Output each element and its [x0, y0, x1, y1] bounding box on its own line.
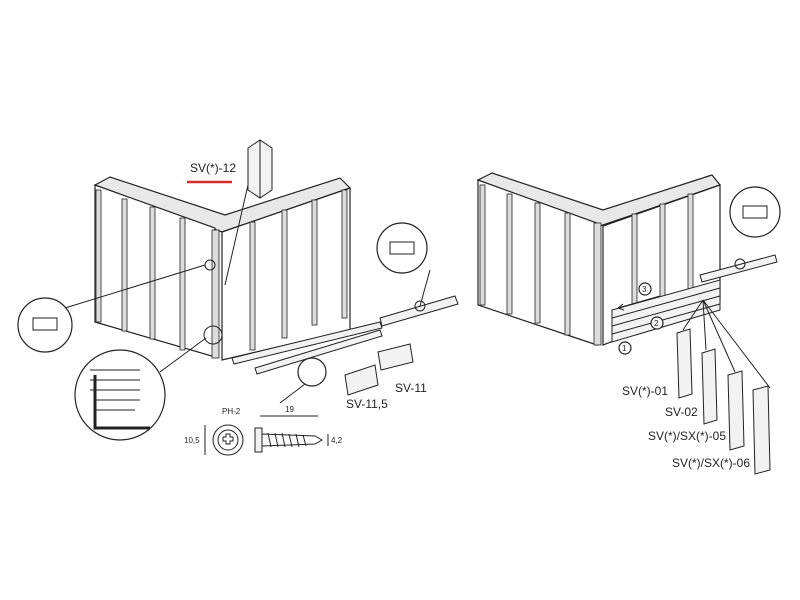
label-panel-01: SV(*)-01 [622, 384, 668, 398]
panel-02 [701, 348, 718, 425]
label-head-diameter: 10,5 [184, 436, 200, 445]
part-sv-11 [377, 343, 414, 371]
label-panel-05: SV(*)/SX(*)-05 [648, 429, 726, 443]
detail-callout-left-top [17, 264, 206, 353]
left-building [93, 176, 352, 361]
detail-callout-wood [74, 337, 207, 441]
part-sv-11-5 [344, 364, 379, 396]
panel-profiles [676, 299, 771, 475]
detail-callout-strip [279, 357, 327, 404]
label-corner-trim: SV(*)-12 [190, 161, 236, 175]
label-starter-b: SV-11 [395, 381, 427, 395]
label-panel-06: SV(*)/SX(*)-06 [672, 456, 750, 470]
corner-trim-part [224, 139, 273, 286]
step-markers: 1 2 3 [617, 282, 664, 355]
panel-06 [752, 385, 771, 475]
left-furring-strips [95, 189, 348, 359]
detail-callout-right-top [376, 222, 428, 274]
detail-callout-right-building [729, 186, 781, 238]
label-screw-length: 19 [285, 405, 294, 414]
label-screw-head: PH-2 [222, 407, 241, 416]
step-2: 2 [654, 319, 659, 328]
label-starter-a: SV-11,5 [346, 397, 388, 411]
label-panel-02: SV-02 [665, 405, 698, 419]
label-thread-diameter: 4,2 [331, 436, 343, 445]
panel-05 [727, 370, 745, 451]
screw-drawing [204, 415, 329, 456]
step-1: 1 [622, 344, 627, 353]
step-3: 3 [642, 285, 647, 294]
right-building [476, 172, 778, 346]
panel-01 [676, 328, 693, 399]
starter-strip [231, 269, 459, 375]
